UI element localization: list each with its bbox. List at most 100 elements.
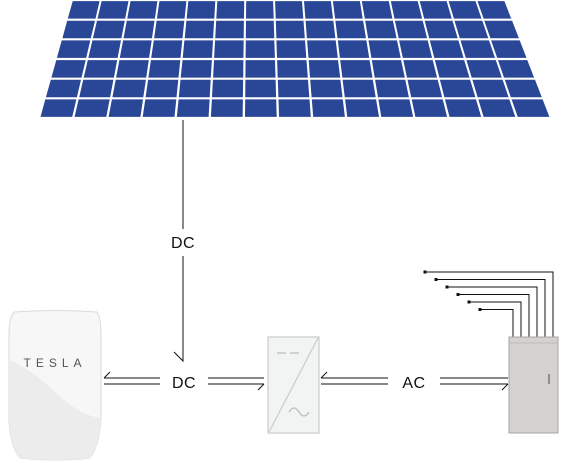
solar-cell: [178, 79, 211, 98]
solar-cell: [403, 60, 438, 78]
solar-cell: [213, 60, 244, 78]
inverter: [267, 336, 320, 434]
solar-cell: [246, 1, 274, 19]
solar-cell: [340, 60, 373, 78]
solar-cell: [79, 79, 114, 98]
ac-wire-left: [320, 371, 388, 385]
solar-cell: [310, 79, 343, 98]
solar-cell: [123, 20, 155, 39]
solar-cell: [245, 20, 275, 39]
solar-cell: [335, 20, 366, 39]
solar-cell: [92, 20, 125, 39]
solar-cell: [424, 20, 458, 39]
solar-cell: [411, 99, 448, 117]
ac-label: AC: [402, 375, 425, 392]
solar-cell: [184, 20, 215, 39]
solar-cell: [151, 40, 183, 58]
dc-label-vertical: DC: [171, 235, 195, 252]
circuit-terminal: [423, 270, 427, 274]
solar-cell: [498, 60, 535, 78]
solar-cell: [116, 60, 149, 78]
circuit-wires: [423, 270, 554, 337]
solar-cell: [332, 1, 363, 19]
circuit-terminal: [434, 278, 438, 281]
solar-cell: [156, 1, 187, 19]
battery-dc-wire: [103, 371, 160, 385]
solar-cell: [212, 79, 244, 98]
solar-cell: [275, 20, 305, 39]
circuit-wire: [469, 301, 522, 337]
solar-cell: [56, 40, 91, 58]
circuit-wire: [447, 286, 538, 337]
solar-cell: [176, 99, 210, 117]
solar-cell: [491, 40, 527, 58]
solar-cell: [378, 99, 414, 117]
dc-wire-vertical: [173, 120, 184, 363]
solar-cell: [399, 40, 433, 58]
circuit-wire: [458, 294, 530, 337]
solar-cell: [345, 99, 379, 117]
solar-cell: [180, 60, 212, 78]
circuit-wire: [480, 309, 514, 337]
solar-cell: [148, 60, 181, 78]
solar-cell: [342, 79, 376, 98]
solar-cell: [407, 79, 443, 98]
solar-cell: [245, 79, 277, 98]
solar-cell: [51, 60, 86, 78]
inverter-dc-wire: [208, 377, 265, 391]
solar-cell: [277, 79, 310, 98]
solar-cell: [454, 20, 489, 39]
solar-cell: [371, 60, 405, 78]
solar-cell: [216, 1, 245, 19]
solar-cell: [394, 20, 428, 39]
solar-cell: [504, 79, 542, 98]
solar-cell: [311, 99, 345, 117]
solar-cell: [308, 60, 341, 78]
solar-cell: [245, 99, 277, 117]
solar-cell: [278, 99, 311, 117]
powerwall-battery: TESLA: [8, 310, 102, 461]
solar-cell: [182, 40, 213, 58]
solar-cell: [112, 79, 146, 98]
solar-cell: [365, 20, 397, 39]
solar-cell: [127, 1, 158, 19]
solar-cell: [275, 1, 304, 19]
solar-cell: [62, 20, 95, 39]
dc-label-horizontal: DC: [172, 375, 196, 392]
solar-cell: [472, 79, 509, 98]
solar-cell: [142, 99, 177, 117]
solar-cell: [40, 99, 77, 117]
solar-cell: [448, 1, 482, 19]
solar-cell: [97, 1, 129, 19]
ac-wire-right: [440, 377, 509, 391]
circuit-terminal: [456, 293, 460, 296]
solar-cell: [74, 99, 110, 117]
solar-cell: [304, 1, 333, 19]
solar-cell: [361, 1, 393, 19]
solar-cell: [439, 79, 476, 98]
solar-cell: [45, 79, 81, 98]
solar-cell: [154, 20, 185, 39]
solar-cell: [83, 60, 118, 78]
solar-cell: [245, 60, 276, 78]
battery-brand-logo: TESLA: [23, 356, 86, 370]
solar-cell: [511, 99, 550, 117]
solar-cell: [484, 20, 519, 39]
solar-cell: [214, 40, 244, 58]
circuit-terminal: [445, 285, 449, 289]
solar-cell: [445, 99, 482, 117]
solar-cell: [210, 99, 243, 117]
solar-cell: [434, 60, 470, 78]
solar-cell: [478, 99, 516, 117]
solar-cell: [215, 20, 244, 39]
solar-cell: [245, 40, 275, 58]
solar-cell: [276, 40, 307, 58]
solar-cell: [186, 1, 216, 19]
solar-cell: [375, 79, 409, 98]
solar-cell: [108, 99, 143, 117]
circuit-terminal: [478, 308, 482, 311]
solar-cell: [119, 40, 152, 58]
circuit-terminal: [467, 300, 471, 304]
solar-cell: [307, 40, 338, 58]
